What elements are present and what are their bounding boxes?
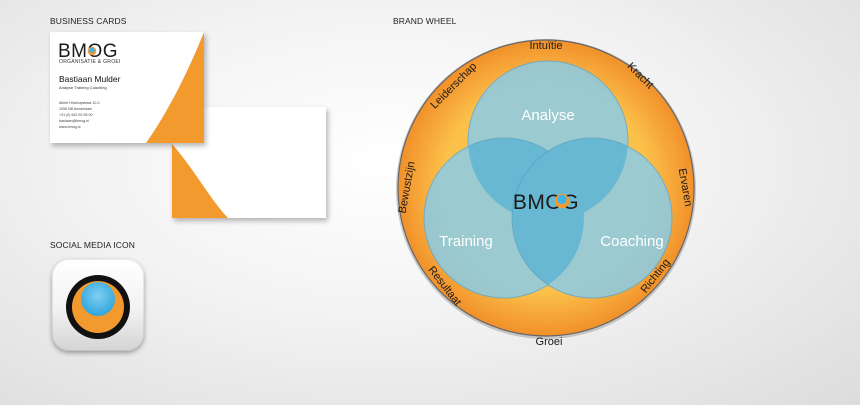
bmog-o-icon bbox=[66, 275, 130, 339]
label-coaching: Coaching bbox=[600, 233, 663, 250]
business-card-front: BMOG ORGANISATIE & GROEI Bastiaan Mulder… bbox=[50, 32, 204, 143]
label-analyse: Analyse bbox=[521, 107, 574, 124]
brand-wheel: Analyse Training Coaching BMOG Intuïtie … bbox=[396, 39, 696, 348]
card-role: Analyse Training Coaching bbox=[59, 85, 107, 90]
card-email-line: bastiaan@bmog.nl bbox=[59, 119, 90, 123]
ring-word-groei: Groei bbox=[536, 336, 563, 348]
card-contact-lines: Albert Hinshuystraat 10-3 1058 NB Amster… bbox=[59, 100, 100, 130]
social-media-app-icon bbox=[52, 259, 144, 351]
wheel-logo-o-mark bbox=[554, 193, 570, 209]
card-logo-subtitle: ORGANISATIE & GROEI bbox=[59, 59, 121, 65]
brand-wheel-heading: BRAND WHEEL bbox=[393, 16, 457, 26]
card-city-line: 1058 NB Amsterdam bbox=[59, 107, 93, 111]
wheel-center-logo: BMOG bbox=[513, 191, 579, 214]
business-cards-heading: BUSINESS CARDS bbox=[50, 16, 127, 26]
social-media-icon-heading: SOCIAL MEDIA ICON bbox=[50, 240, 135, 250]
label-training: Training bbox=[439, 233, 493, 250]
card-phone-line: +31 (0) 642 52 55 00 bbox=[59, 113, 93, 117]
card-website-line: www.bmog.nl bbox=[59, 125, 81, 129]
ring-word-intuitie: Intuïtie bbox=[529, 40, 562, 52]
card-name: Bastiaan Mulder bbox=[59, 74, 121, 84]
card-address-line: Albert Hinshuystraat 10-3 bbox=[59, 101, 100, 105]
card-front-orange-swoosh bbox=[146, 32, 204, 143]
venn-diagram bbox=[423, 60, 673, 299]
venn-circle-coaching bbox=[511, 137, 673, 299]
card-back-orange-swoosh bbox=[172, 144, 228, 218]
card-logo-o-mark bbox=[87, 46, 97, 56]
overlap-training-coaching bbox=[512, 138, 584, 298]
